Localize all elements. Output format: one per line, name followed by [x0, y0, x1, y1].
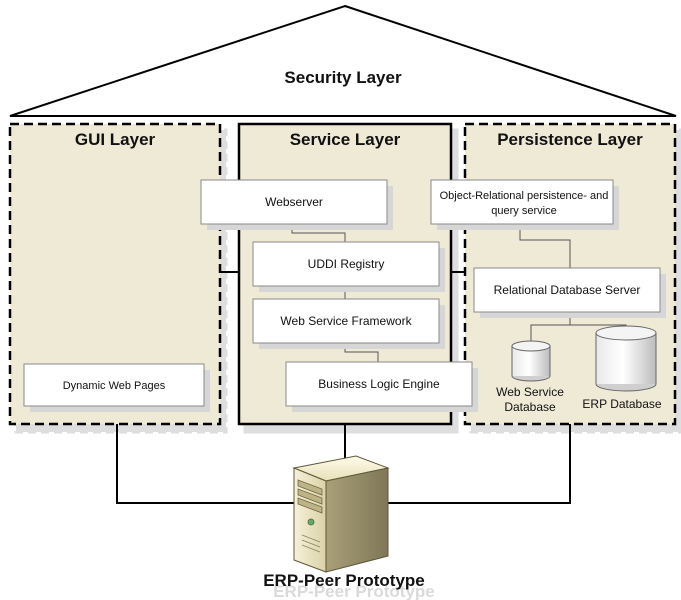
relational-db-server-label: Relational Database Server	[494, 283, 641, 297]
uddi-registry-component: UDDI Registry	[252, 241, 445, 292]
web-service-database-label-line1: Web Service	[496, 385, 564, 399]
erp-database: ERP Database	[582, 325, 662, 411]
or-persistence-component: Object-Relational persistence- and query…	[430, 179, 619, 230]
server-connectors	[116, 424, 571, 504]
web-service-framework-component: Web Service Framework	[252, 298, 445, 349]
security-layer-title: Security Layer	[284, 68, 402, 87]
web-service-database-label-line2: Database	[504, 400, 556, 414]
erp-database-label: ERP Database	[582, 397, 661, 411]
web-service-database: Web Service Database	[496, 340, 564, 414]
gui-layer-title: GUI Layer	[75, 130, 156, 149]
server-label: ERP-Peer Prototype	[263, 571, 425, 590]
service-layer-title: Service Layer	[290, 130, 401, 149]
webserver-label: Webserver	[265, 195, 323, 209]
web-service-framework-label: Web Service Framework	[280, 314, 412, 328]
database-icon	[595, 325, 657, 392]
server-label-reflection: ERP-Peer Prototype	[273, 582, 435, 600]
security-layer-roof	[9, 4, 677, 117]
business-logic-engine-component: Business Logic Engine	[285, 361, 478, 412]
relational-db-server-component: Relational Database Server	[473, 267, 666, 318]
or-persistence-label-line2: query service	[491, 205, 556, 217]
uddi-registry-label: UDDI Registry	[308, 257, 385, 271]
server-icon	[292, 455, 390, 573]
dynamic-web-pages-component: Dynamic Web Pages	[23, 363, 210, 412]
webserver-component: Webserver	[200, 179, 393, 230]
business-logic-engine-label: Business Logic Engine	[318, 377, 440, 391]
dynamic-web-pages-label: Dynamic Web Pages	[63, 380, 166, 392]
or-persistence-label-line1: Object-Relational persistence- and	[440, 190, 609, 202]
security-layer: Security Layer	[9, 4, 677, 117]
database-icon	[511, 340, 551, 382]
persistence-layer-title: Persistence Layer	[497, 130, 643, 149]
